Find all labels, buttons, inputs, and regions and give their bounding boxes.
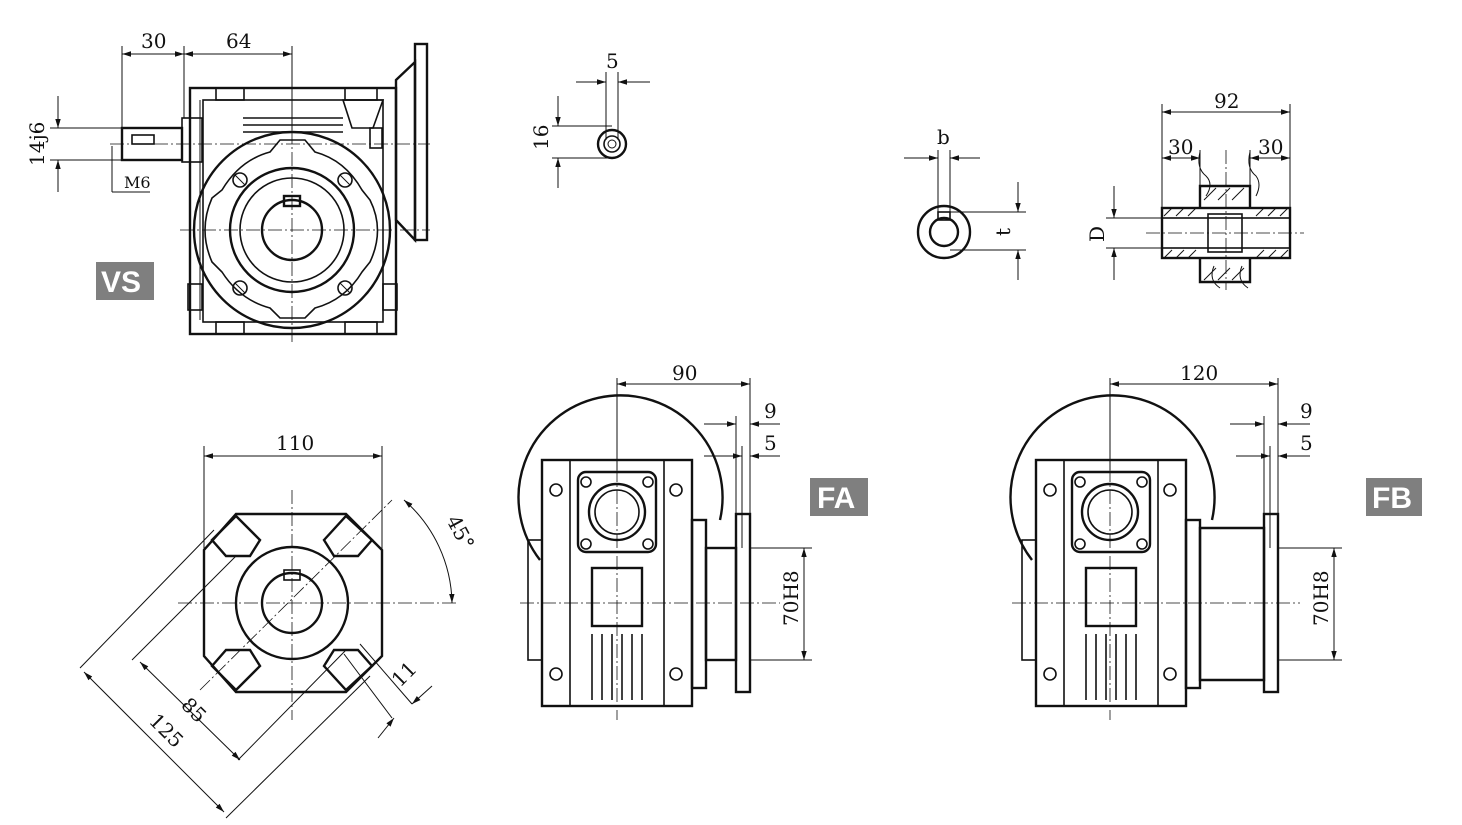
fb-side-view: 120 9 5 70H8 bbox=[1009, 361, 1342, 720]
fa-spigot-depth-label: 5 bbox=[764, 431, 777, 455]
mount-pcd-outer-label: 125 bbox=[144, 709, 188, 753]
fa-spigot-diameter-label: 70H8 bbox=[779, 570, 803, 626]
fa-flange-thickness-label: 9 bbox=[764, 399, 777, 423]
fa-length-label: 90 bbox=[672, 361, 697, 385]
shaft-key-section: 5 16 bbox=[529, 49, 650, 188]
hollow-shaft-bore-label: D bbox=[1085, 226, 1109, 242]
fb-badge: FB bbox=[1366, 478, 1422, 516]
hollow-shaft-length-label: 92 bbox=[1214, 89, 1239, 113]
bore-key-depth-label: t bbox=[991, 228, 1015, 236]
vs-front-view: 30 64 14j6 M6 bbox=[25, 29, 430, 345]
mount-slot-width-label: 11 bbox=[387, 657, 422, 692]
fb-spigot-depth-label: 5 bbox=[1300, 431, 1313, 455]
bore-key-width-label: b bbox=[937, 125, 950, 149]
key-height-small-label: 16 bbox=[529, 125, 553, 150]
mount-pcd-inner-label: 85 bbox=[176, 693, 211, 728]
bore-key-section: b t bbox=[904, 125, 1026, 280]
mount-width-label: 110 bbox=[276, 431, 314, 455]
fb-spigot-diameter-label: 70H8 bbox=[1309, 570, 1333, 626]
vs-shaft-offset-label: 30 bbox=[141, 29, 166, 53]
fb-length-label: 120 bbox=[1180, 361, 1218, 385]
hollow-shaft-left-step-label: 30 bbox=[1168, 135, 1193, 159]
vs-badge-label: VS bbox=[101, 266, 141, 299]
hollow-shaft-section: 92 30 30 D bbox=[1085, 89, 1304, 290]
fa-side-view: 90 9 5 70H8 bbox=[517, 361, 812, 720]
fa-badge-label: FA bbox=[817, 482, 855, 515]
vs-shaft-diameter-label: 14j6 bbox=[25, 122, 49, 166]
fb-badge-label: FB bbox=[1372, 482, 1412, 515]
fb-flange-thickness-label: 9 bbox=[1300, 399, 1313, 423]
vs-thread-label: M6 bbox=[124, 173, 151, 192]
hollow-shaft-right-step-label: 30 bbox=[1258, 135, 1283, 159]
mount-angle-label: 45° bbox=[442, 511, 480, 554]
mounting-flange-view: 110 45° 85 125 11 bbox=[79, 431, 480, 819]
vs-center-distance-label: 64 bbox=[226, 29, 251, 53]
vs-badge: VS bbox=[96, 262, 154, 300]
key-width-small-label: 5 bbox=[606, 49, 619, 73]
fa-badge: FA bbox=[810, 478, 868, 516]
